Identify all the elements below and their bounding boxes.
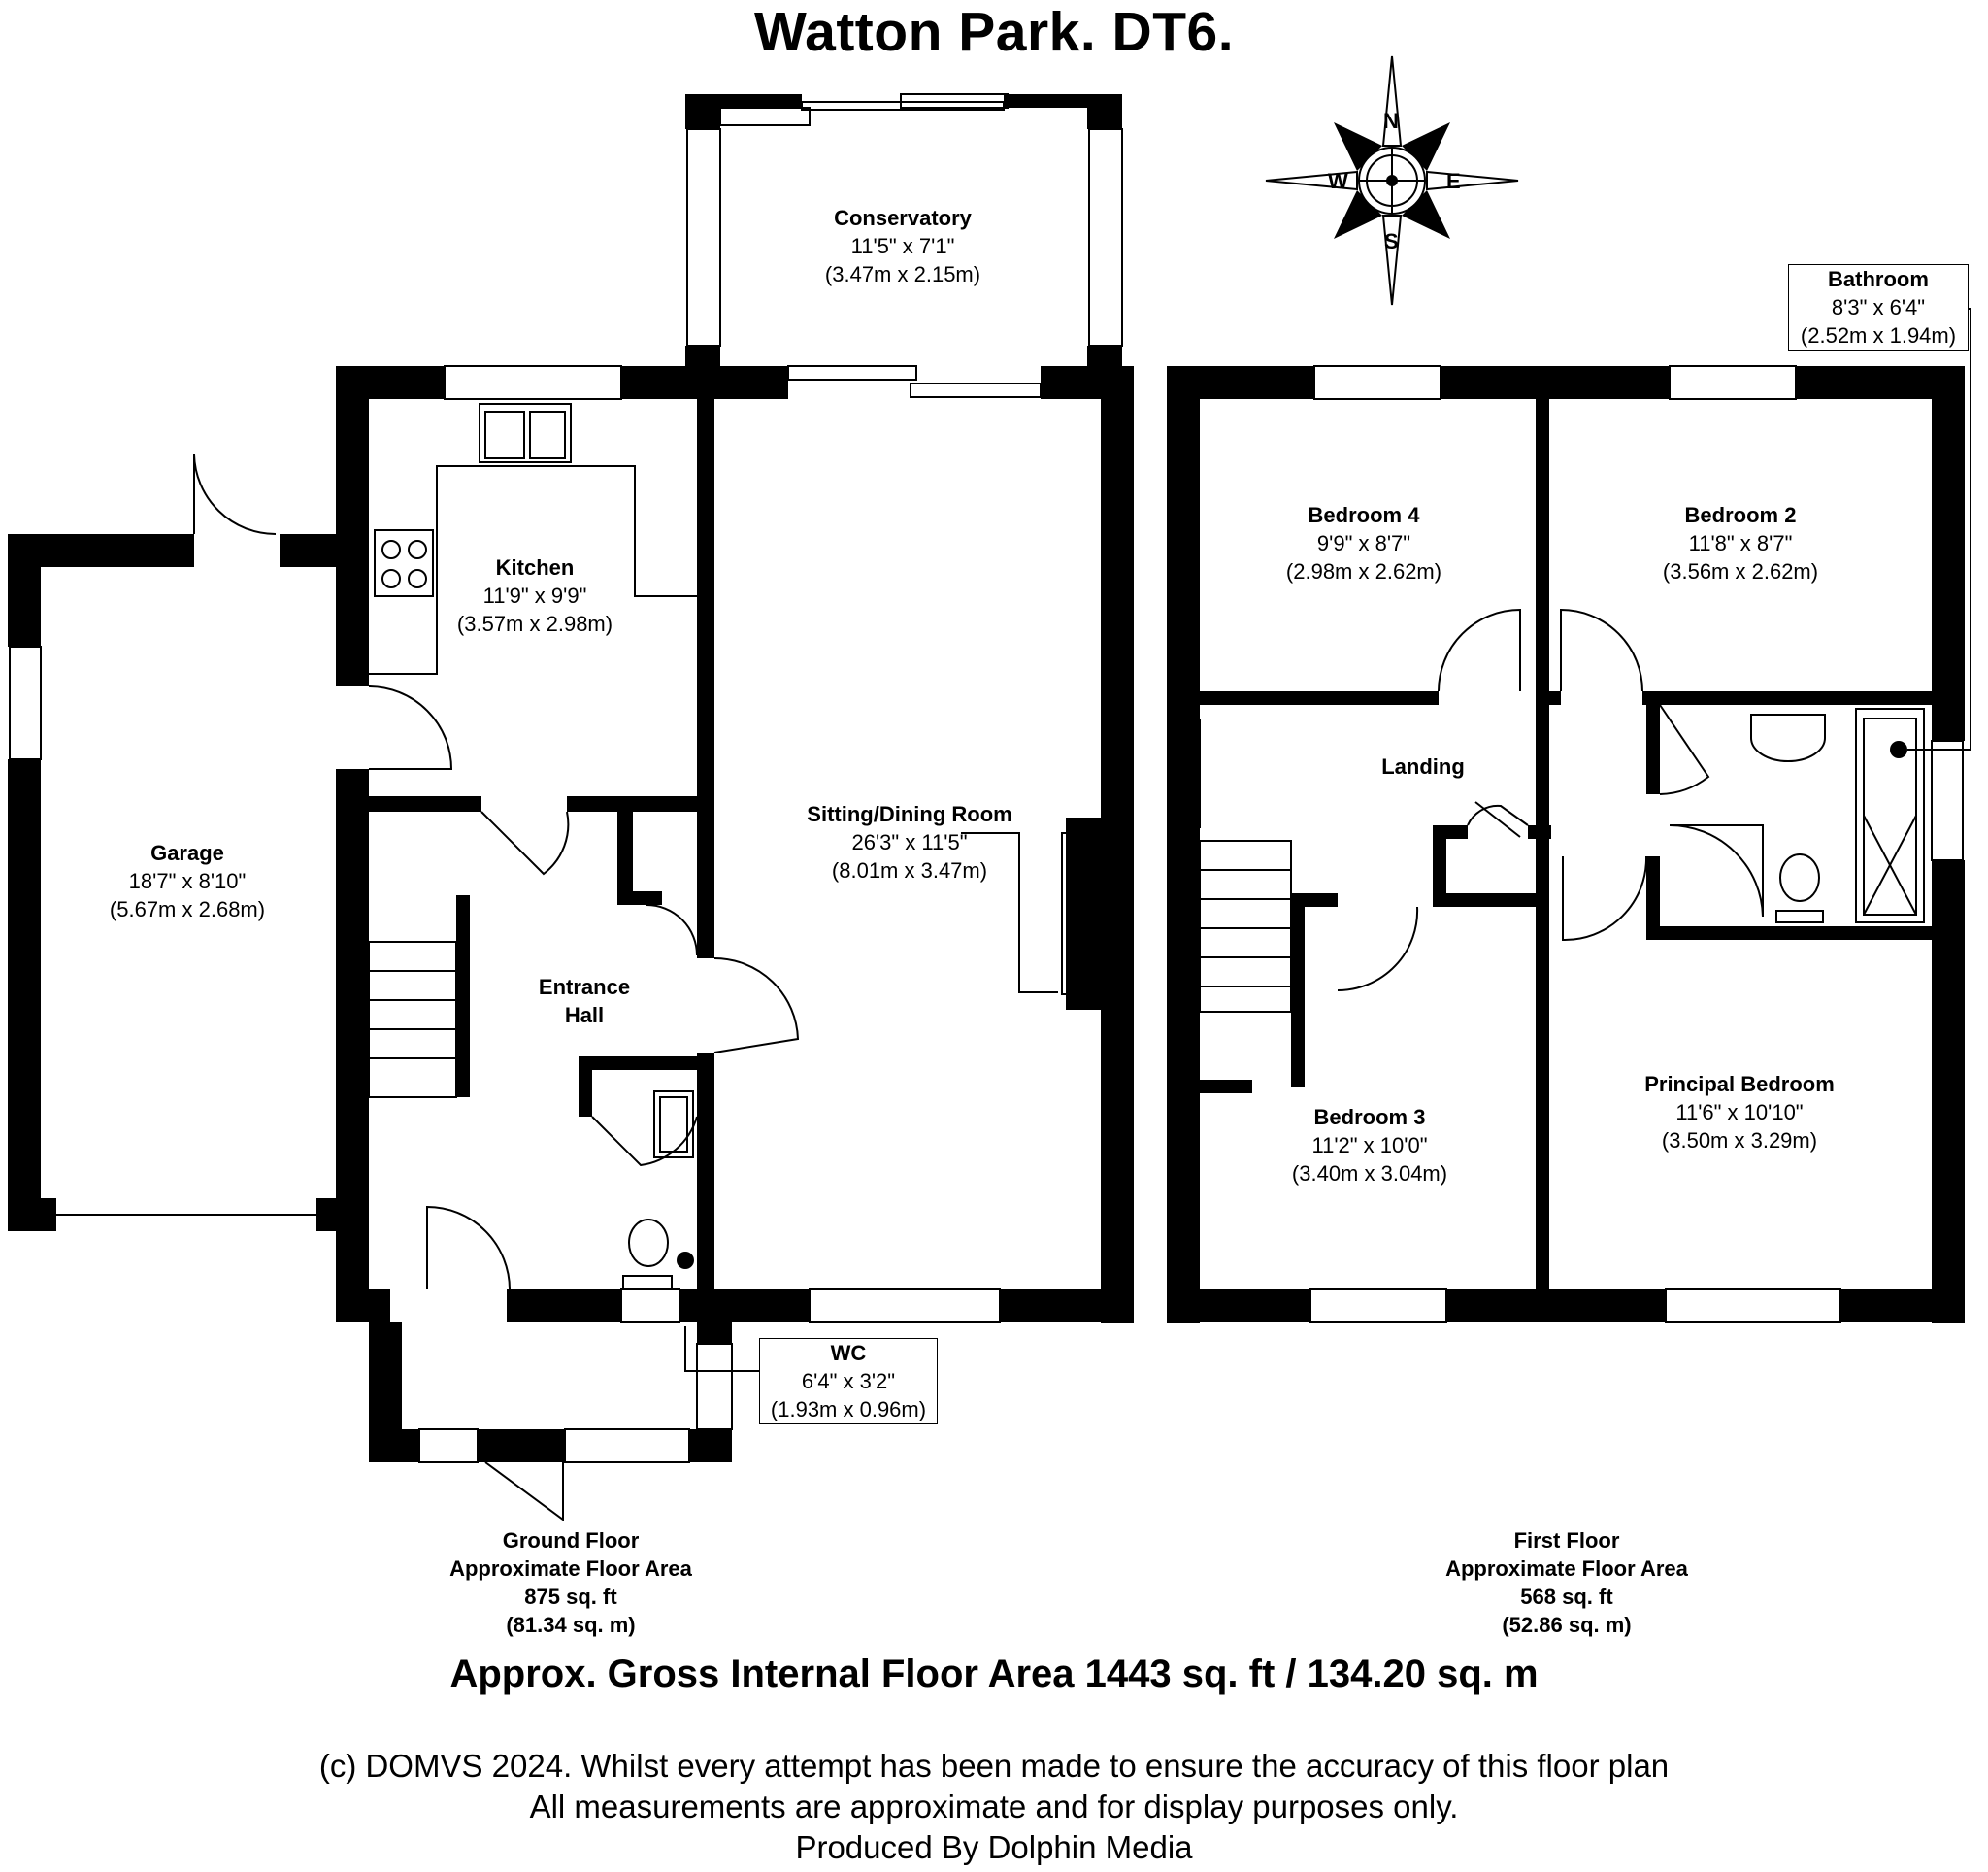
disclaimer-line-3: Produced By Dolphin Media [795,1829,1193,1865]
room-imperial: 9'9" x 8'7" [1316,531,1411,555]
room-imperial: 11'6" x 10'10" [1675,1100,1804,1124]
disclaimer-line-2: All measurements are approximate and for… [529,1788,1459,1824]
room-name: Garage [150,841,224,865]
room-metric: (3.50m x 3.29m) [1661,1128,1818,1153]
floor-name: Ground Floor [502,1528,640,1553]
room-imperial: 11'2" x 10'0" [1311,1133,1428,1157]
room-label-kitchen: Kitchen 11'9" x 9'9" (3.57m x 2.98m) [457,553,613,638]
floor-area-sqft: 875 sq. ft [524,1585,617,1609]
first-floor-walls [1167,366,1965,1323]
room-label-bedroom-2: Bedroom 2 11'8" x 8'7" (3.56m x 2.62m) [1663,501,1818,585]
room-imperial: 11'8" x 8'7" [1688,531,1793,555]
room-name: Conservatory [834,206,972,230]
floor-area-sqm: (52.86 sq. m) [1502,1613,1632,1637]
floor-area-sqm: (81.34 sq. m) [506,1613,636,1637]
room-name-line2: Hall [564,1003,605,1027]
plan-title: Watton Park. DT6. [753,1,1235,63]
room-imperial: 11'9" x 9'9" [482,584,587,608]
room-name-line1: Entrance [538,975,631,999]
room-metric: (5.67m x 2.68m) [109,897,266,921]
room-label-garage: Garage 18'7" x 8'10" (5.67m x 2.68m) [110,839,265,923]
compass-rose-icon [1265,55,1519,306]
room-metric: (3.47m x 2.15m) [824,262,981,286]
room-name: Sitting/Dining Room [807,802,1012,826]
room-imperial: 26'3" x 11'5" [851,830,968,854]
ground-floor-walls [8,94,1134,1462]
room-imperial: 8'3" x 6'4" [1831,295,1926,319]
room-imperial: 6'4" x 3'2" [801,1369,896,1393]
room-label-sitting-dining: Sitting/Dining Room 26'3" x 11'5" (8.01m… [807,800,1011,885]
room-label-landing: Landing [1381,752,1465,781]
room-name: Principal Bedroom [1644,1072,1835,1096]
room-name: Bedroom 4 [1308,503,1420,527]
room-metric: (3.40m x 3.04m) [1291,1161,1448,1186]
gross-area-total: Approx. Gross Internal Floor Area 1443 s… [449,1653,1539,1695]
ground-floor-area-label: Ground Floor Approximate Floor Area 875 … [449,1526,692,1639]
room-metric: (2.98m x 2.62m) [1285,559,1442,584]
room-label-wc: WC 6'4" x 3'2" (1.93m x 0.96m) [759,1338,938,1424]
compass-n-label: N [1383,109,1399,133]
room-name: Bedroom 3 [1313,1105,1426,1129]
floor-area-caption: Approximate Floor Area [1445,1556,1688,1581]
compass-s-label: S [1384,229,1399,253]
room-name: Bathroom [1828,267,1929,291]
room-metric: (3.56m x 2.62m) [1662,559,1819,584]
room-label-conservatory: Conservatory 11'5" x 7'1" (3.47m x 2.15m… [825,204,980,288]
room-name: Landing [1381,754,1465,779]
room-label-bedroom-3: Bedroom 3 11'2" x 10'0" (3.40m x 3.04m) [1292,1103,1447,1187]
room-imperial: 18'7" x 8'10" [128,869,247,893]
room-imperial: 11'5" x 7'1" [850,234,955,258]
room-metric: (2.52m x 1.94m) [1800,323,1957,348]
first-floor-area-label: First Floor Approximate Floor Area 568 s… [1445,1526,1688,1639]
compass-e-label: E [1446,169,1461,193]
room-name: Bedroom 2 [1684,503,1797,527]
room-metric: (3.57m x 2.98m) [456,612,613,636]
room-name: Kitchen [495,555,575,580]
first-floor-doors [1337,608,1710,992]
room-metric: (1.93m x 0.96m) [770,1397,927,1421]
compass-w-label: W [1328,169,1348,193]
first-floor-windows [1168,365,1964,1323]
room-metric: (8.01m x 3.47m) [831,858,988,883]
room-name: WC [830,1341,867,1365]
ground-floor-windows [9,93,1123,1463]
first-floor-fixtures [1199,708,1925,1013]
room-label-entrance-hall: Entrance Hall [539,973,630,1029]
room-label-principal-bedroom: Principal Bedroom 11'6" x 10'10" (3.50m … [1644,1070,1835,1154]
disclaimer-line-1: (c) DOMVS 2024. Whilst every attempt has… [318,1748,1670,1784]
room-label-bathroom: Bathroom 8'3" x 6'4" (2.52m x 1.94m) [1788,264,1969,351]
ground-floor-doors [193,453,1058,1521]
floor-area-caption: Approximate Floor Area [449,1556,692,1581]
floor-area-sqft: 568 sq. ft [1520,1585,1613,1609]
floor-name: First Floor [1513,1528,1620,1553]
room-label-bedroom-4: Bedroom 4 9'9" x 8'7" (2.98m x 2.62m) [1286,501,1441,585]
